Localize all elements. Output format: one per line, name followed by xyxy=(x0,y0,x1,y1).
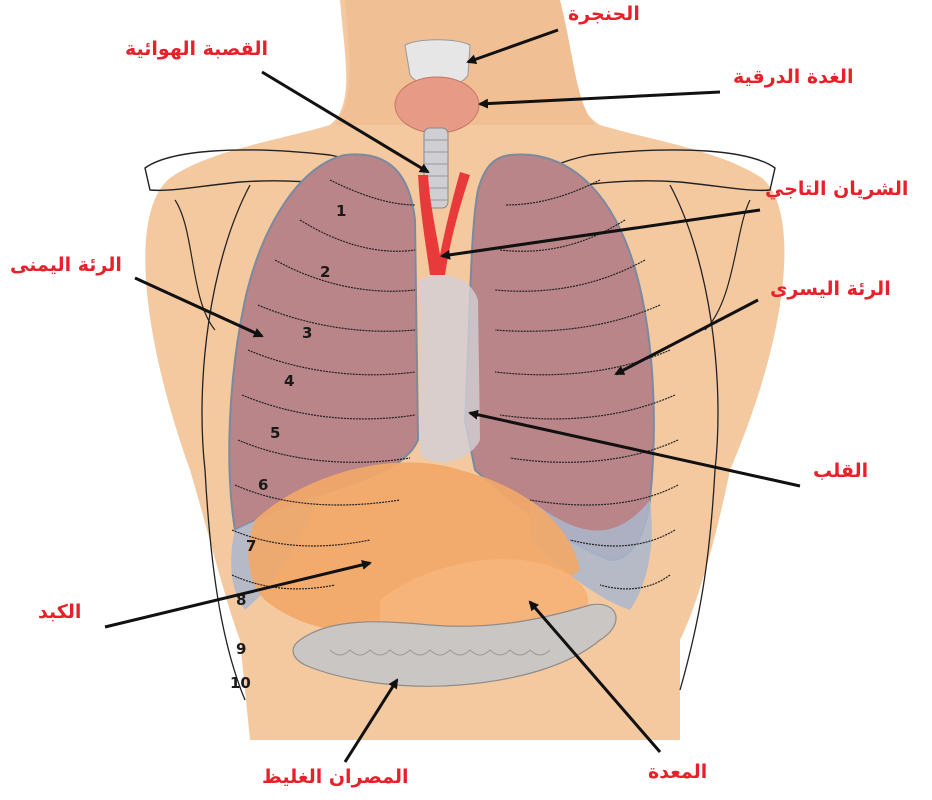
rib-number-2: 2 xyxy=(320,263,330,281)
rib-number-5: 5 xyxy=(270,424,280,442)
label-trachea: القصبة الهوائية xyxy=(125,40,268,59)
heart-shape xyxy=(420,275,480,462)
label-larynx: الحنجرة xyxy=(568,5,640,24)
label-left-lung: الرئة اليسرى xyxy=(770,280,891,299)
rib-number-3: 3 xyxy=(302,324,312,342)
label-large-intestine: المصران الغليظ xyxy=(262,768,409,787)
label-thyroid: الغدة الدرقية xyxy=(733,68,853,87)
label-coronary-artery: الشريان التاجي xyxy=(765,180,908,199)
rib-number-6: 6 xyxy=(258,476,268,494)
rib-number-10: 10 xyxy=(230,674,251,692)
thyroid-shape xyxy=(395,77,479,133)
rib-number-7: 7 xyxy=(246,537,256,555)
rib-number-4: 4 xyxy=(284,372,294,390)
rib-number-1: 1 xyxy=(336,202,346,220)
label-liver: الكبد xyxy=(38,603,81,622)
label-stomach: المعدة xyxy=(648,763,707,782)
rib-number-9: 9 xyxy=(236,640,246,658)
label-right-lung: الرئة اليمنى xyxy=(10,256,122,275)
label-heart: القلب xyxy=(813,462,868,481)
